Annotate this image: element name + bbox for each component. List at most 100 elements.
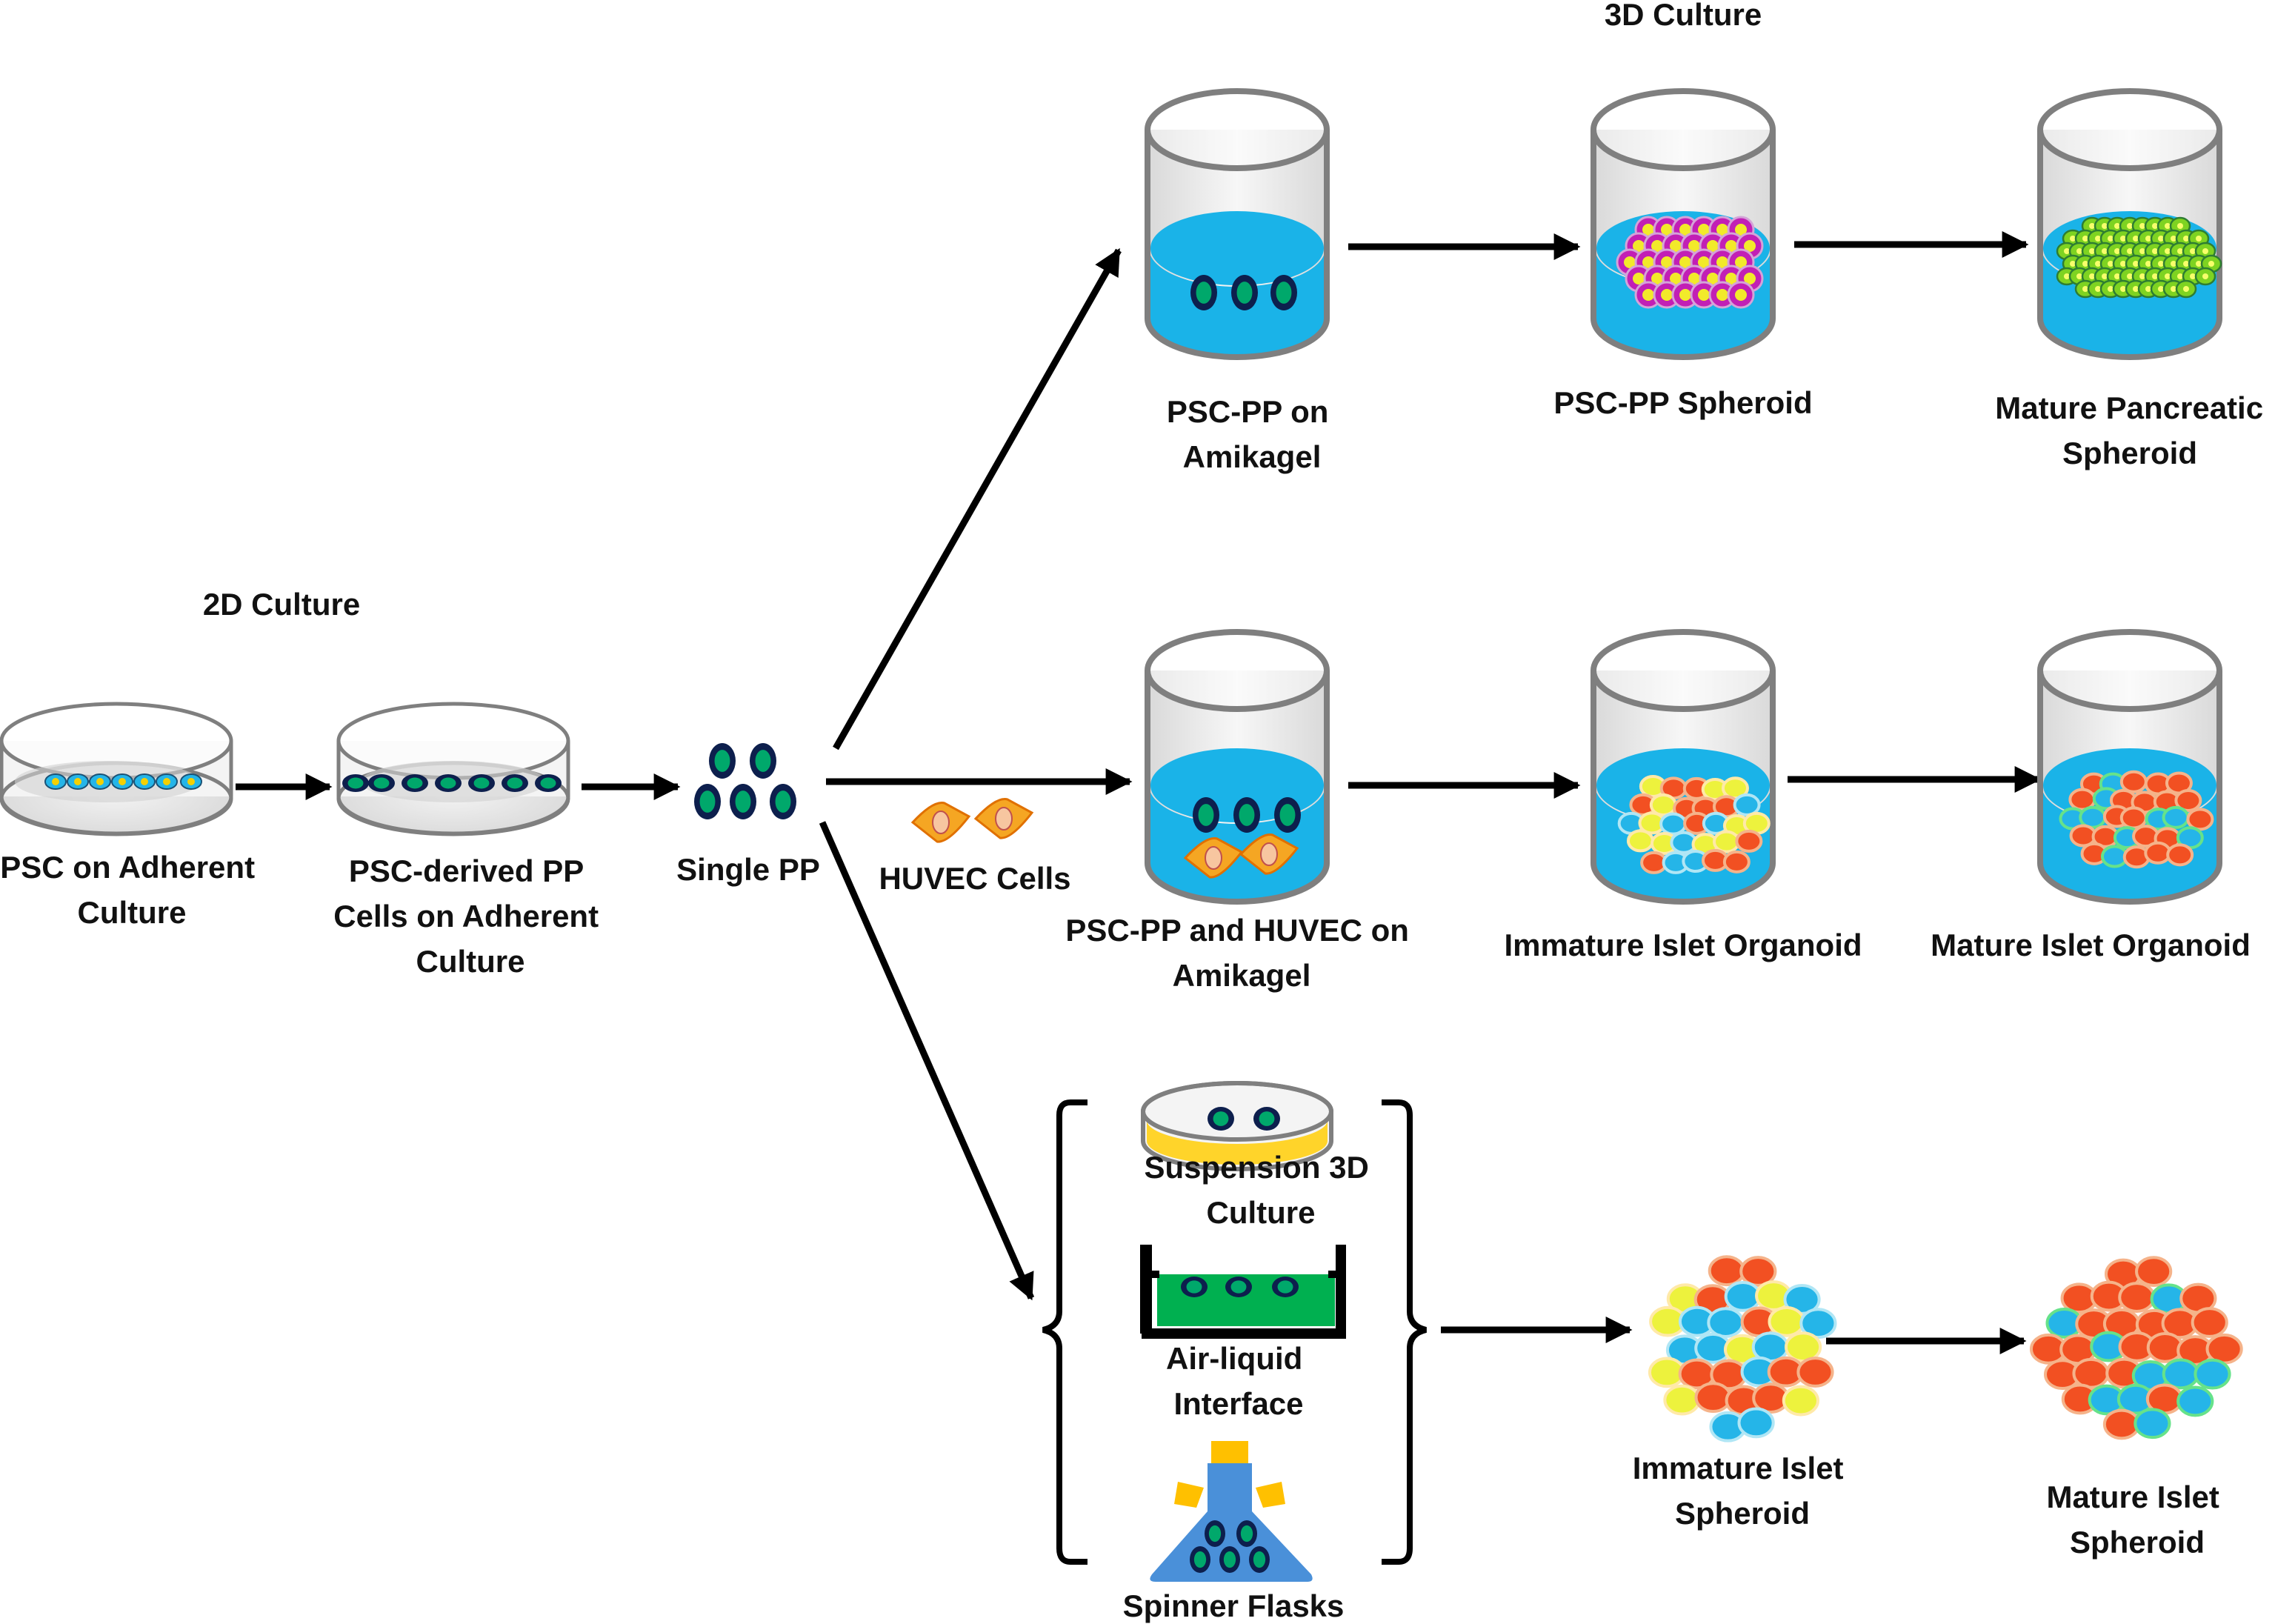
mature-nucleus <box>2102 248 2108 254</box>
medium-surface <box>1150 211 1324 285</box>
label-psc-derived-pp: PSC-derived PP Cells on Adherent Culture <box>333 853 607 979</box>
pp-cell-nucleus <box>1230 1280 1247 1294</box>
well-rim <box>2037 629 2222 712</box>
huvec-nucleus <box>1260 842 1278 866</box>
islet-cell <box>1739 1256 1777 1287</box>
well-contents <box>1183 216 2222 879</box>
mature-nucleus <box>2139 273 2145 279</box>
label-psc-adherent: PSC on Adherent Culture <box>0 850 263 930</box>
islet-cell <box>1782 1385 1819 1417</box>
spheroid-nucleus <box>1679 289 1691 301</box>
mature-nucleus <box>2120 236 2126 242</box>
mature-nucleus <box>2127 223 2133 229</box>
mature-nucleus <box>2165 273 2171 279</box>
mature-nucleus <box>2202 273 2208 279</box>
arrow-to-alternatives <box>819 821 1035 1301</box>
label-huvec-cells: HUVEC Cells <box>879 861 1070 896</box>
mature-nucleus <box>2127 248 2133 254</box>
spheroid-nucleus <box>1651 273 1663 284</box>
spheroid-nucleus <box>1698 224 1710 236</box>
spheroid-nucleus <box>1688 240 1700 252</box>
well-outline <box>1590 670 1776 905</box>
spheroid-nucleus <box>1661 224 1673 236</box>
mature-nucleus <box>2095 261 2101 267</box>
mature-nucleus <box>2082 286 2088 292</box>
heading-2d-culture: 2D Culture <box>203 587 360 622</box>
mature-nucleus <box>2082 261 2088 267</box>
spheroid-nucleus <box>1688 273 1700 284</box>
pp-cell-nucleus <box>1277 1280 1293 1294</box>
label-mature-organoid: Mature Islet Organoid <box>1931 928 2251 962</box>
psc-cell-nucleus <box>187 778 195 785</box>
mature-islet-spheroid <box>2029 1256 2243 1440</box>
pp-cell-nucleus <box>473 777 490 789</box>
pp-cell-nucleus <box>1186 1280 1202 1294</box>
islet-cell <box>1663 1384 1701 1416</box>
psc-cell-nucleus <box>141 778 148 785</box>
islet-cell <box>1737 1407 1775 1439</box>
mature-nucleus <box>2152 273 2158 279</box>
well-outline <box>1145 130 1330 360</box>
islet-cell <box>1768 1305 1805 1337</box>
mature-nucleus <box>2133 236 2139 242</box>
islet-cell <box>1707 1307 1745 1339</box>
mature-nucleus <box>2089 223 2095 229</box>
psc-cell-nucleus <box>119 778 126 785</box>
culture-medium <box>1149 785 1325 902</box>
pp-cell-nucleus <box>347 777 364 789</box>
well-rim <box>2037 88 2222 171</box>
pp-cell-nucleus <box>373 777 390 789</box>
mature-nucleus <box>2158 286 2164 292</box>
islet-cell <box>1722 850 1751 873</box>
mature-nucleus <box>2145 236 2151 242</box>
mature-nucleus <box>2070 236 2076 242</box>
spheroid-nucleus <box>1679 224 1691 236</box>
islet-cell <box>2162 805 2190 829</box>
spheroid-nucleus <box>1707 240 1719 252</box>
islet-cell <box>1694 1382 1732 1414</box>
pp-cell-nucleus <box>1213 1111 1229 1126</box>
mature-nucleus <box>2190 248 2196 254</box>
label-immature-organoid: Immature Islet Organoid <box>1504 928 1862 962</box>
well-outline <box>2037 670 2222 905</box>
well-outline <box>1145 670 1330 905</box>
well-rim <box>1590 88 1776 171</box>
mature-nucleus <box>2102 273 2108 279</box>
mature-nucleus <box>2114 248 2120 254</box>
psc-cell-nucleus <box>163 778 170 785</box>
spheroid-nucleus <box>1716 224 1728 236</box>
mature-nucleus <box>2120 261 2126 267</box>
arrows <box>236 231 2042 1354</box>
islet-cell <box>2166 843 2194 867</box>
right-brace <box>1382 1099 1428 1565</box>
mature-nucleus <box>2183 236 2189 242</box>
spheroid-nucleus <box>1624 256 1636 268</box>
pp-cell-nucleus <box>1198 804 1214 826</box>
pp-cells-row <box>342 774 562 792</box>
left-brace <box>1042 1099 1087 1565</box>
islet-cell <box>2135 1256 2173 1288</box>
pp-cell-nucleus <box>1208 1525 1222 1543</box>
mature-nucleus <box>2089 248 2095 254</box>
pp-cell-nucleus <box>1239 804 1255 826</box>
islet-cell <box>2119 770 2148 793</box>
islet-cell <box>2144 841 2172 865</box>
alternatives-bracket <box>1042 1099 1428 1565</box>
huvec-nucleus <box>932 811 950 834</box>
mature-nucleus <box>2152 223 2158 229</box>
mature-nucleus <box>2158 236 2164 242</box>
well-rim <box>1145 629 1330 712</box>
mature-nucleus <box>2177 248 2183 254</box>
mature-nucleus <box>2202 248 2208 254</box>
mature-nucleus <box>2165 223 2171 229</box>
psc-cell-nucleus <box>74 778 81 785</box>
pp-cell-nucleus <box>507 777 523 789</box>
mature-nucleus <box>2171 286 2176 292</box>
spheroid-nucleus <box>1744 240 1756 252</box>
psc-cells-small <box>44 773 202 790</box>
spheroid-nucleus <box>1679 256 1691 268</box>
islet-cell <box>1796 1357 1834 1388</box>
spheroid-nucleus <box>1735 224 1747 236</box>
label-pscpp-amikagel: PSC-PP on Amikagel <box>1167 394 1337 474</box>
dish-psc-adherent <box>0 702 233 836</box>
